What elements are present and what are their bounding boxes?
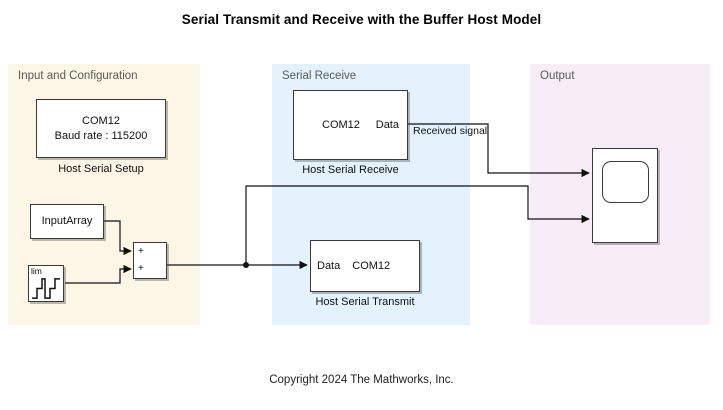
- staircase-waveform-icon: [32, 278, 60, 299]
- host-serial-transmit-data-port: Data: [317, 259, 341, 272]
- host-serial-setup-port: COM12: [82, 114, 120, 127]
- block-host-serial-receive[interactable]: COM12 Data: [293, 90, 408, 160]
- sum-sign-2: +: [138, 263, 144, 275]
- input-array-label: InputArray: [41, 215, 93, 227]
- region-label-input: Input and Configuration: [18, 70, 138, 82]
- host-serial-setup-baudrate: Baud rate : 115200: [54, 129, 148, 142]
- host-serial-receive-port-label: COM12: [322, 118, 360, 131]
- page-title: Serial Transmit and Receive with the Buf…: [181, 12, 542, 27]
- block-host-serial-transmit[interactable]: Data COM12: [310, 240, 420, 292]
- copyright-footer: Copyright 2024 The Mathworks, Inc.: [269, 374, 454, 386]
- caption-host-serial-transmit: Host Serial Transmit: [315, 296, 415, 308]
- scope-screen-icon: [601, 161, 649, 203]
- block-host-serial-setup[interactable]: COM12 Baud rate : 115200: [36, 99, 166, 158]
- caption-host-serial-receive: Host Serial Receive: [302, 164, 399, 176]
- block-sum[interactable]: + +: [133, 242, 167, 279]
- block-signal-generator[interactable]: lim: [28, 265, 64, 302]
- signal-generator-lim-label: lim: [31, 266, 42, 276]
- signal-junction-dot: [243, 262, 249, 268]
- block-input-array[interactable]: InputArray: [30, 204, 104, 239]
- region-label-output: Output: [540, 70, 575, 82]
- sum-sign-1: +: [138, 245, 144, 257]
- region-label-receive: Serial Receive: [282, 70, 357, 82]
- host-serial-transmit-port-label: COM12: [352, 259, 391, 272]
- block-scope[interactable]: [592, 148, 658, 243]
- host-serial-receive-data-port: Data: [375, 118, 399, 131]
- signal-label-received: Received signal: [413, 125, 488, 137]
- caption-host-serial-setup: Host Serial Setup: [58, 163, 144, 175]
